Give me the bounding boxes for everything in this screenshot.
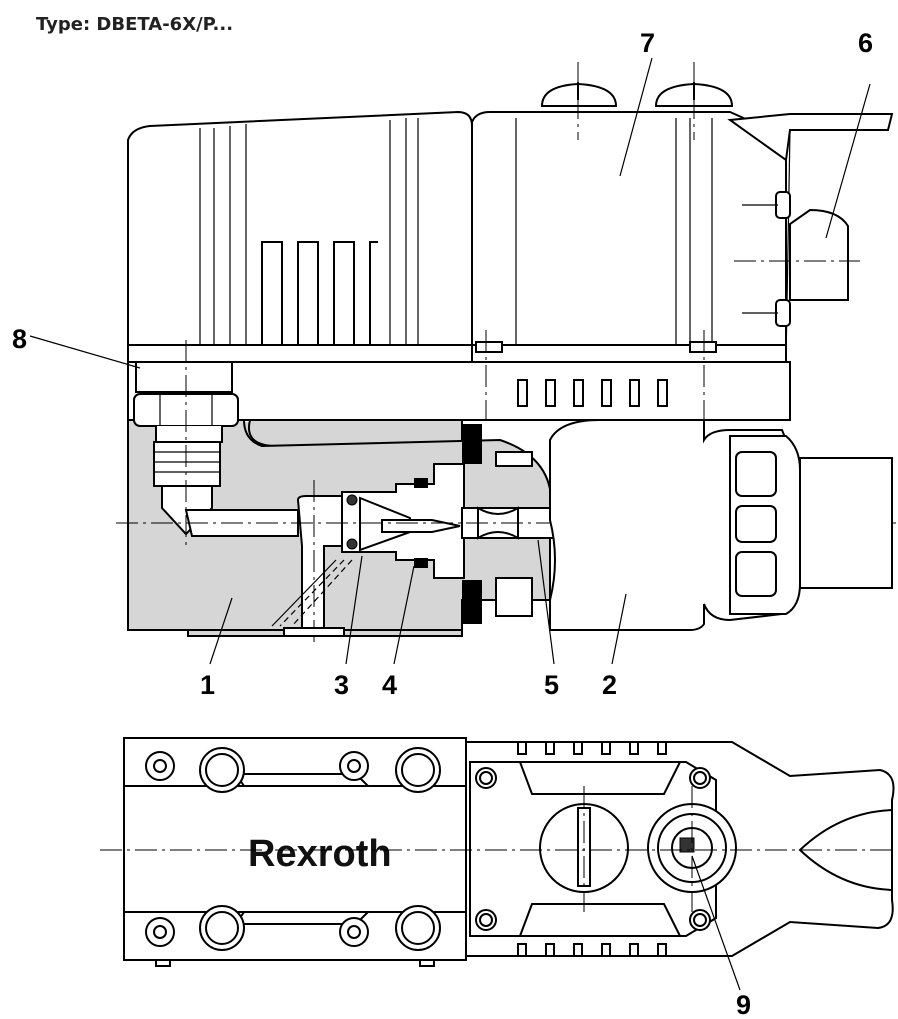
cover-housing <box>127 110 473 363</box>
callout-6: 6 <box>858 28 873 58</box>
type-label: Type: DBETA-6X/P... <box>36 14 233 35</box>
bolts <box>145 747 441 951</box>
solenoid-body <box>549 419 893 631</box>
vent-slots <box>517 741 667 957</box>
side-view: 7 6 8 1 3 4 5 2 <box>12 28 896 700</box>
valve-body-section <box>116 340 896 642</box>
callout-8: 8 <box>12 324 27 354</box>
leader-lines <box>29 57 871 665</box>
callout-2: 2 <box>602 670 617 700</box>
top-view: Rexroth <box>100 737 896 1019</box>
rexroth-logo: Rexroth <box>248 833 392 875</box>
callout-4: 4 <box>382 670 397 700</box>
electronics-housing <box>471 62 894 363</box>
callout-1: 1 <box>200 670 215 700</box>
callout-7: 7 <box>640 28 655 58</box>
callout-3: 3 <box>334 670 349 700</box>
callout-9: 9 <box>736 990 751 1019</box>
callout-5: 5 <box>544 670 559 700</box>
